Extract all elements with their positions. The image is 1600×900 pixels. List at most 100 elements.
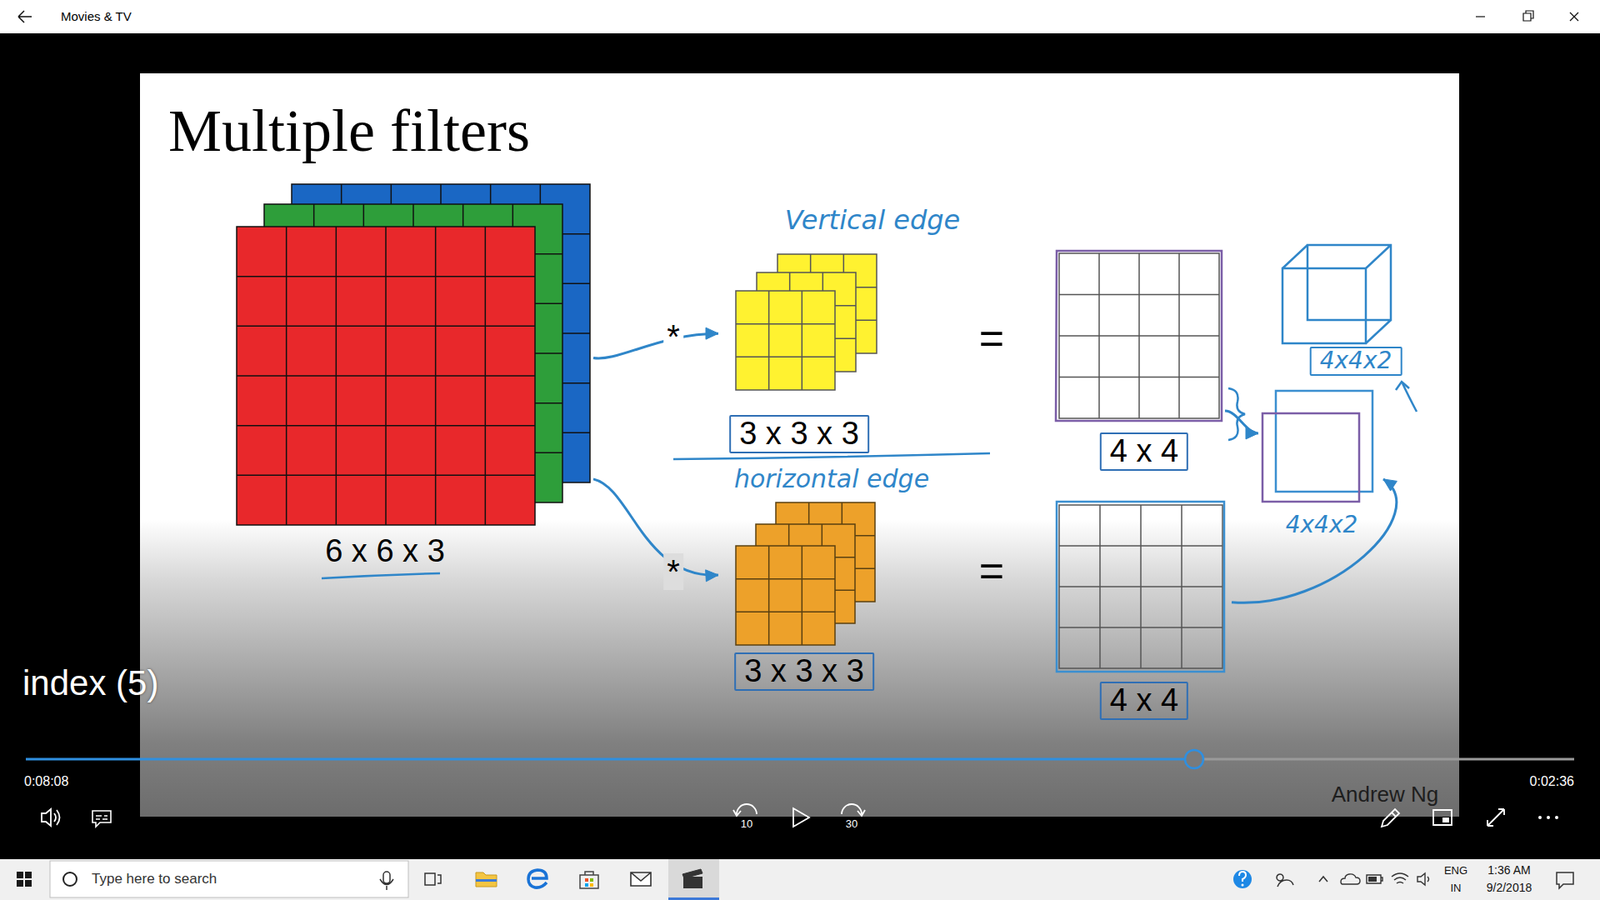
slide-title: Multiple filters <box>168 98 530 165</box>
active-app-highlight <box>668 859 720 900</box>
mail-icon <box>630 872 651 886</box>
dimension-label: 3 x 3 x 3 <box>729 415 870 454</box>
dimension-label: 4 x 4 <box>1100 681 1189 720</box>
output-grid <box>1059 253 1220 419</box>
diagram-node: Vertical edge3 x 3 x 3 <box>718 200 965 457</box>
arrowhead <box>1383 479 1397 491</box>
callout-arrowhead <box>1395 381 1410 390</box>
author-credit: Andrew Ng <box>1331 782 1440 807</box>
seek-bar-played <box>25 758 1195 761</box>
region-code: IN <box>1450 882 1462 895</box>
task-view-icon <box>425 873 441 885</box>
handwritten-note: horizontal edge <box>734 465 930 493</box>
connector-line <box>1225 410 1259 434</box>
filter-layer-lines <box>735 545 835 645</box>
more-dot <box>1546 815 1550 820</box>
diagram-node: 4x4x2 <box>1276 240 1415 380</box>
connector-line <box>593 479 719 575</box>
minimize-icon <box>1475 15 1485 17</box>
tray-caret <box>1319 876 1328 882</box>
folder-icon <box>475 872 497 887</box>
operator-symbol: = <box>979 315 1005 363</box>
video-title: index (5) <box>22 664 159 703</box>
operator-symbol: * <box>663 553 684 590</box>
store-icon <box>580 871 599 889</box>
underline-stroke <box>321 573 440 579</box>
help-dot <box>1241 884 1245 887</box>
separator-stroke <box>673 453 990 460</box>
seek-knob <box>1185 750 1204 769</box>
volume-sketch <box>1282 245 1391 344</box>
diagram-node: 4 x 4 <box>1055 500 1232 724</box>
seek-bar-rest <box>1194 758 1575 761</box>
elapsed-time: 0:08:08 <box>24 774 69 790</box>
store-tiles <box>585 883 589 887</box>
red-channel-lines <box>236 226 535 525</box>
battery-icon <box>1366 875 1383 884</box>
help-icon <box>1233 870 1252 889</box>
operator-symbol: * <box>663 318 684 355</box>
search-placeholder: Type here to search <box>91 871 217 888</box>
browser-icon <box>528 870 547 888</box>
arrowhead <box>705 327 719 340</box>
window-title: Movies & TV <box>60 10 132 25</box>
play-icon <box>793 808 810 827</box>
stack-back <box>1275 390 1373 492</box>
output-grid-lines <box>1059 253 1220 419</box>
filter-layer <box>735 290 835 390</box>
red-channel <box>236 226 535 525</box>
hand-outline <box>1056 501 1225 672</box>
connector-line <box>593 333 719 359</box>
skip-amount: 30 <box>845 818 858 830</box>
handwritten-note: 4x4x2 <box>1285 512 1359 539</box>
title-bar <box>0 0 1600 34</box>
diagram-node: 4x4x2 <box>1258 385 1384 546</box>
operator-symbol: = <box>979 547 1005 595</box>
clock-date: 9/2/2018 <box>1486 881 1533 895</box>
language-code: ENG <box>1444 865 1468 877</box>
brace-stroke <box>1228 388 1245 440</box>
hand-outline <box>1055 250 1222 421</box>
volume-icon <box>41 809 60 826</box>
rewind-arrowhead <box>733 810 741 816</box>
mic-icon <box>380 871 394 890</box>
handwritten-note: 4x4x2 <box>1310 346 1403 376</box>
forward-arrowhead <box>857 810 865 816</box>
diagram-node: horizontal edge3 x 3 x 3 <box>718 465 960 695</box>
remaining-time: 0:02:36 <box>1530 774 1575 790</box>
connector-arrow <box>593 327 719 359</box>
store-tiles <box>590 878 594 882</box>
filter-layer-lines <box>735 290 835 390</box>
output-grid <box>1059 505 1223 669</box>
fullscreen-icon <box>1487 809 1505 826</box>
mini-view-icon <box>1433 810 1452 825</box>
search-icon <box>63 872 77 886</box>
clock-time: 1:36 AM <box>1487 864 1530 877</box>
back-arrow-icon <box>18 10 32 23</box>
windows-logo <box>16 871 32 887</box>
output-grid-lines <box>1059 505 1223 669</box>
speaker-icon <box>1417 873 1430 885</box>
movies-icon <box>683 876 703 889</box>
restore-icon <box>1523 10 1534 21</box>
active-app-underline <box>668 897 720 900</box>
close-icon <box>1570 12 1579 21</box>
cloud-icon <box>1340 874 1360 885</box>
filter-layer <box>735 545 835 645</box>
battery-level <box>1368 876 1377 882</box>
arrowhead <box>705 570 719 582</box>
people-icon <box>1276 874 1294 887</box>
diagram-node: 4 x 4 <box>1055 248 1225 475</box>
mini-view-inner <box>1442 817 1450 823</box>
stack-front <box>1262 413 1360 502</box>
connector-arrow <box>1225 410 1259 440</box>
node-illustration <box>233 180 594 584</box>
help-mark <box>1239 871 1246 882</box>
dimension-label: 6 x 6 x 3 <box>325 534 445 570</box>
movies-clapper <box>682 869 703 879</box>
diagram-node: 6 x 6 x 3 <box>233 180 594 584</box>
dimension-label: 4 x 4 <box>1100 432 1189 471</box>
connector-line <box>1231 479 1397 603</box>
captions-icon <box>92 810 111 827</box>
